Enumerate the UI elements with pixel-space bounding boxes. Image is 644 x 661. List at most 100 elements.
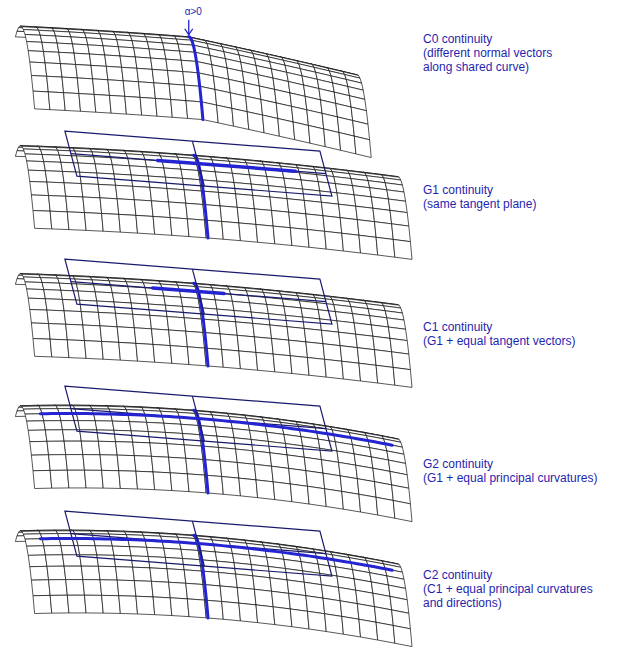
mesh-cell xyxy=(239,603,258,623)
mesh-cell xyxy=(151,581,170,597)
mesh-cell xyxy=(119,214,138,233)
mesh-cell xyxy=(59,283,78,291)
mesh-cell xyxy=(220,334,239,351)
mesh-cell xyxy=(164,50,181,60)
mesh-cell xyxy=(222,221,241,240)
mesh-cell xyxy=(392,224,411,242)
continuity-label: (different normal vectors along shared c… xyxy=(423,46,573,74)
mesh-cell xyxy=(117,455,136,471)
mesh-cell xyxy=(67,340,86,358)
mesh-cell xyxy=(184,318,203,333)
mesh-cell xyxy=(289,340,308,357)
surface-patch xyxy=(15,511,412,646)
mesh-cell xyxy=(222,602,241,621)
mesh-cell xyxy=(339,204,358,219)
mesh-cell xyxy=(102,470,121,488)
tangent-plane xyxy=(65,131,332,196)
mesh-cell xyxy=(392,352,411,370)
mesh-cell xyxy=(133,442,152,456)
continuity-label: G2 continuity xyxy=(423,457,493,471)
mesh-cell xyxy=(42,155,61,163)
mesh-cell xyxy=(47,566,66,580)
mesh-cell xyxy=(33,339,52,357)
mesh-cell xyxy=(270,453,289,469)
mesh-cell xyxy=(290,228,309,247)
shared-curve xyxy=(194,535,208,618)
mesh-cell xyxy=(359,235,378,255)
mesh-cell xyxy=(256,224,275,243)
continuity-label: (G1 + equal tangent vectors) xyxy=(423,334,623,348)
continuity-label: C0 continuity xyxy=(423,32,492,46)
mesh-cell xyxy=(45,299,64,311)
mesh-cell xyxy=(50,339,69,357)
mesh-cell xyxy=(112,421,131,431)
mesh-cell xyxy=(256,352,275,371)
mesh-cell xyxy=(270,578,289,594)
tangent-vector xyxy=(153,288,224,294)
mesh-cell xyxy=(147,295,166,305)
mesh-cell xyxy=(373,208,392,224)
mesh-cell xyxy=(136,343,155,362)
mesh-cell xyxy=(374,222,393,240)
mesh-cell xyxy=(263,115,280,136)
mesh-cell xyxy=(64,311,83,325)
mesh-cell xyxy=(42,283,61,291)
mesh-cell xyxy=(340,346,359,364)
mesh-cell xyxy=(236,194,255,209)
mesh-cell xyxy=(253,323,272,338)
mesh-cell xyxy=(164,168,183,178)
mesh-cell xyxy=(76,156,95,164)
mesh-cell xyxy=(272,210,291,227)
mesh-cell xyxy=(171,100,188,119)
mesh-cell xyxy=(130,294,149,304)
mesh-cell xyxy=(47,310,66,324)
mesh-cell xyxy=(254,337,273,354)
mesh-cell xyxy=(31,323,50,339)
mesh-cell xyxy=(150,187,169,202)
mesh-cell xyxy=(80,300,99,312)
mesh-cell xyxy=(62,77,79,93)
mesh-cell xyxy=(187,219,206,238)
mesh-cell xyxy=(324,129,341,150)
mesh-cell xyxy=(59,155,78,163)
mesh-cell xyxy=(95,164,114,174)
mesh-cell xyxy=(27,161,46,171)
mesh-cell xyxy=(91,65,108,79)
shared-curve xyxy=(194,410,208,493)
mesh-cell xyxy=(100,198,119,215)
mesh-cell xyxy=(112,546,131,556)
shared-curve xyxy=(194,283,208,366)
mesh-cell xyxy=(106,66,123,80)
mesh-cell xyxy=(373,336,392,352)
mesh-cell xyxy=(57,43,74,53)
mesh-cell xyxy=(116,313,135,327)
mesh-cell xyxy=(136,215,155,234)
mesh-cell xyxy=(130,422,149,432)
mesh-cell xyxy=(47,76,64,92)
mesh-cell xyxy=(119,342,138,361)
mesh-cell xyxy=(28,170,47,182)
mesh-cell xyxy=(147,422,166,432)
mesh-cell xyxy=(323,216,342,234)
mesh-cell xyxy=(393,239,412,259)
mesh-cell xyxy=(342,361,361,381)
mesh-cell xyxy=(151,58,168,70)
mesh-cell xyxy=(356,206,375,222)
mesh-cell xyxy=(27,289,46,299)
mesh-cell xyxy=(186,331,205,348)
mesh-cell xyxy=(186,458,205,475)
mesh-cell xyxy=(153,597,172,616)
mesh-cell xyxy=(170,598,189,617)
mesh-cell xyxy=(153,344,172,363)
mesh-cell xyxy=(63,171,82,183)
mesh-cell xyxy=(84,213,103,232)
mesh-cell xyxy=(63,299,82,311)
mesh-cell xyxy=(184,570,203,585)
mesh-cell xyxy=(28,555,47,567)
mesh-cell xyxy=(102,213,121,232)
mesh-cell xyxy=(236,449,255,464)
mesh-cell xyxy=(60,64,77,78)
mesh-cell xyxy=(30,182,49,196)
mesh-cell xyxy=(84,595,103,613)
